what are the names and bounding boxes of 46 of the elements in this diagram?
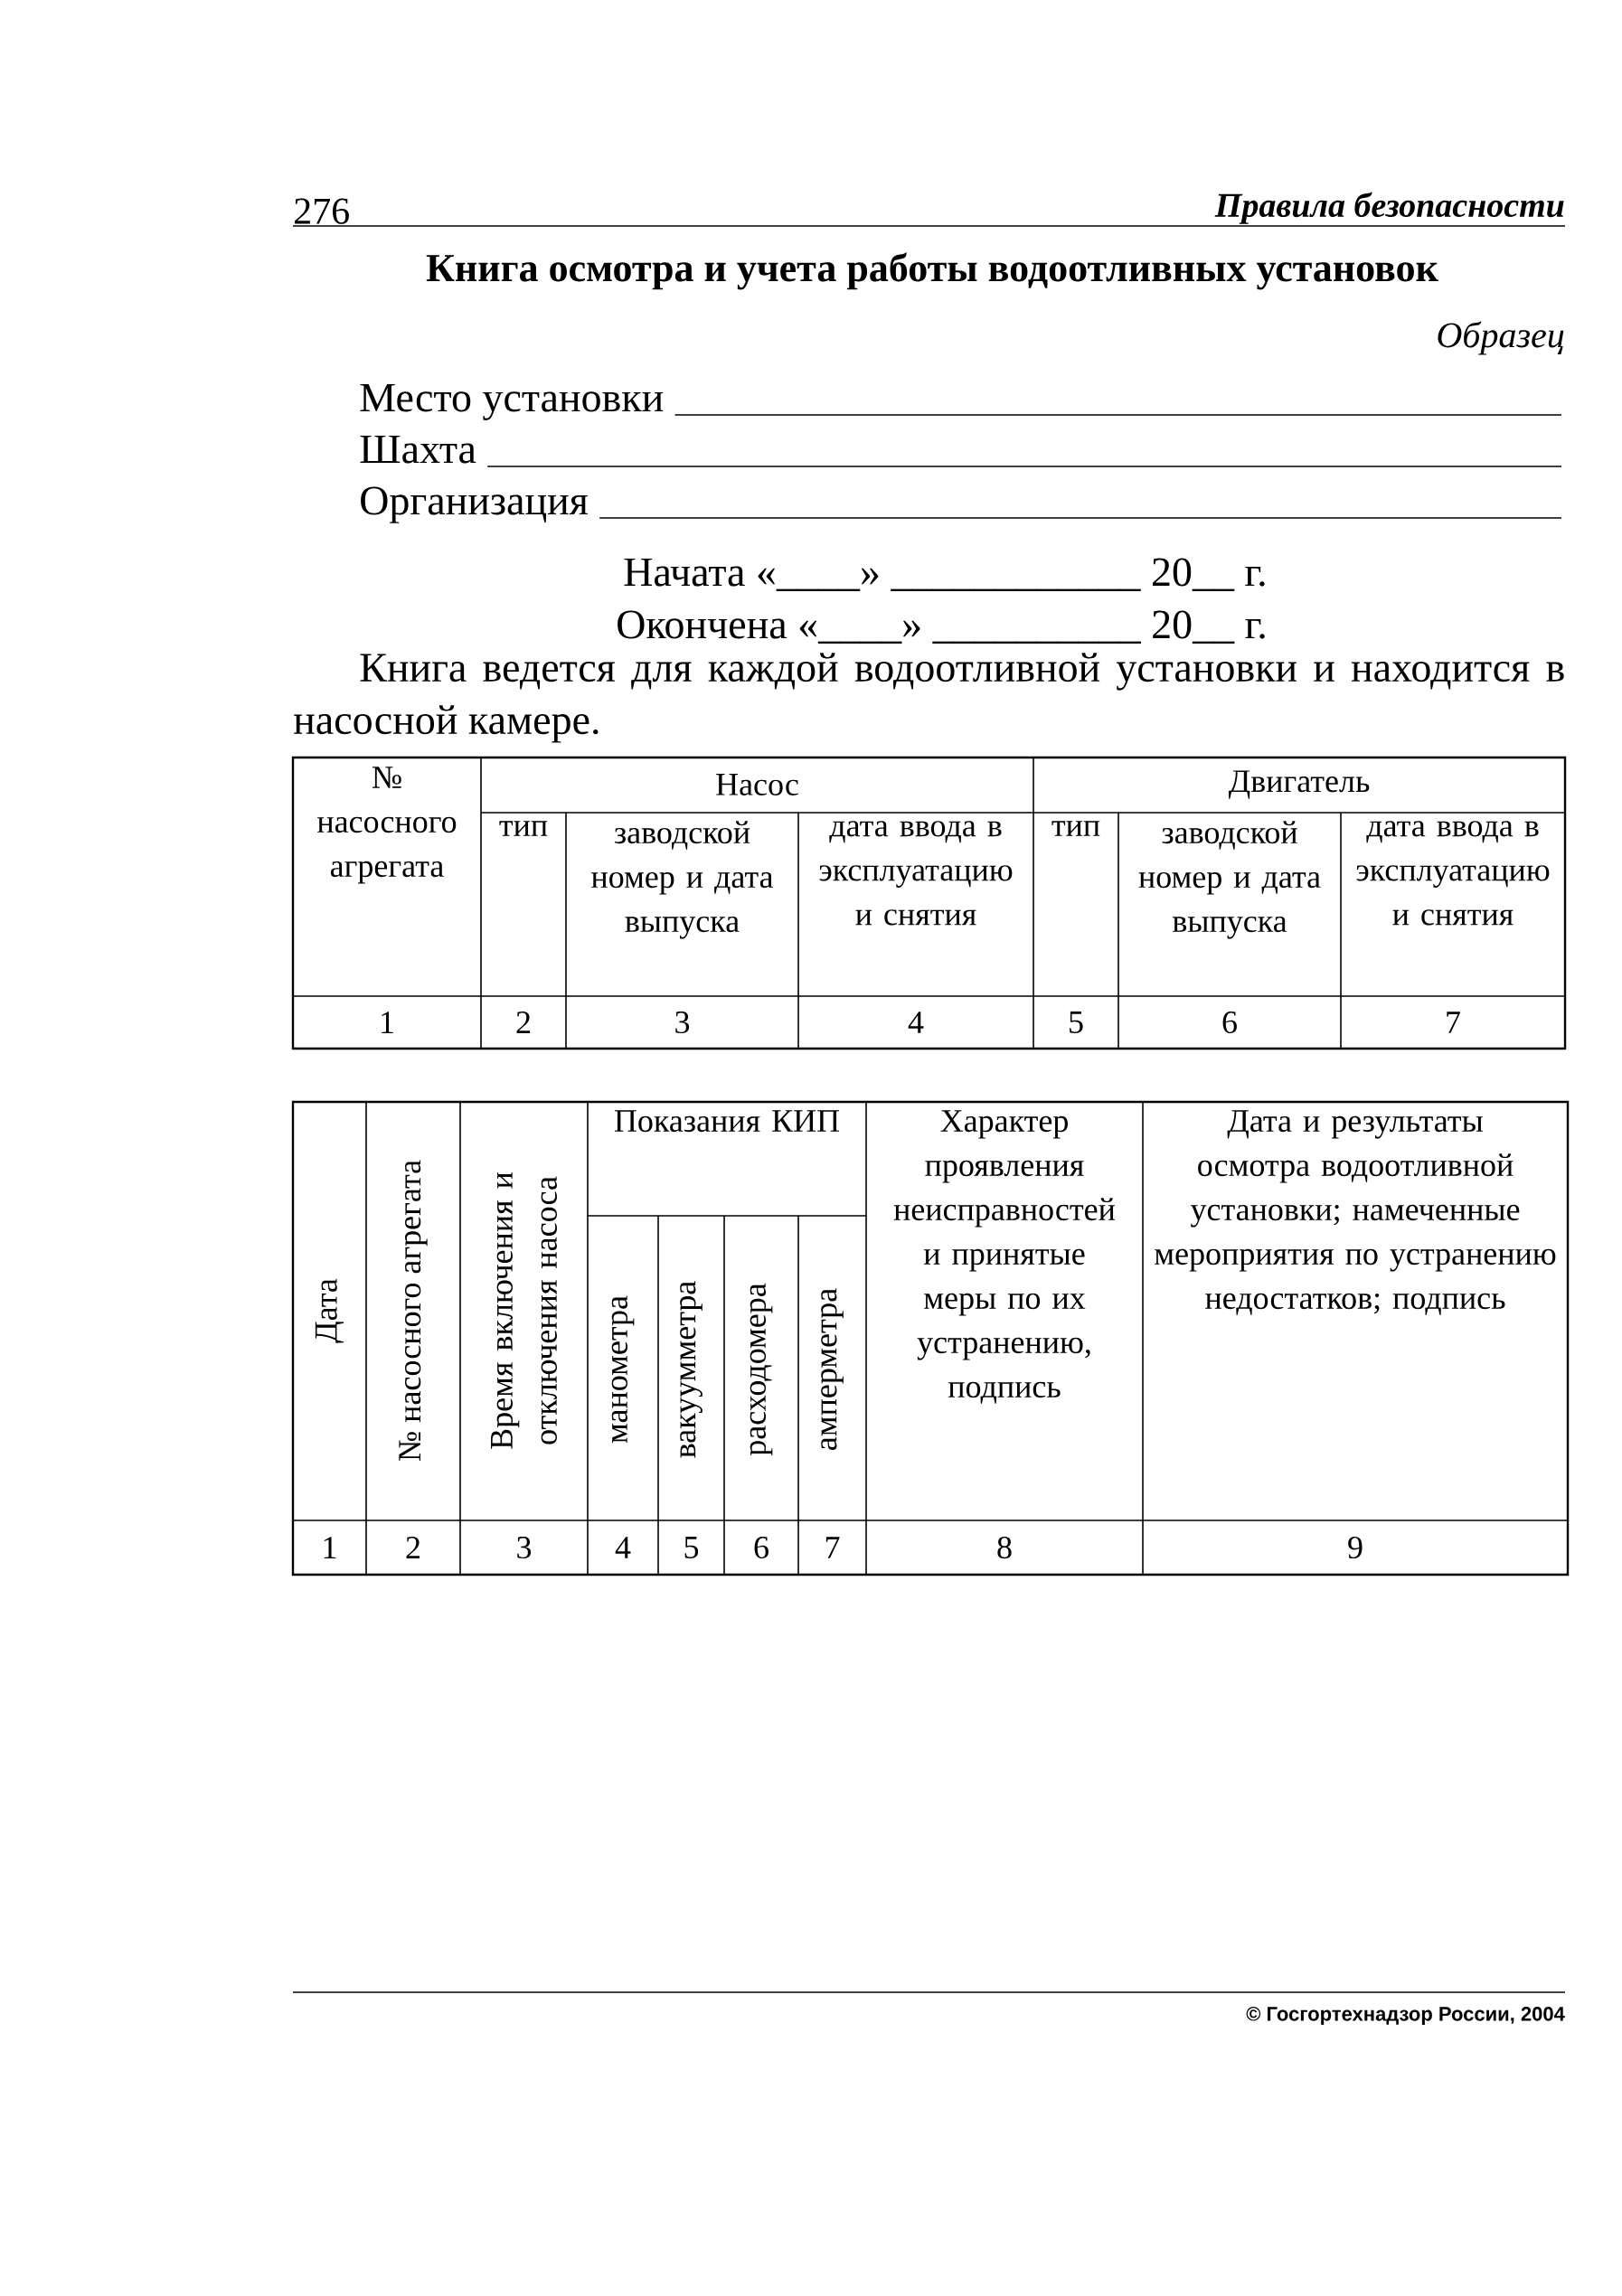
column-number: 6	[754, 1536, 769, 1559]
column-number: 4	[615, 1537, 631, 1558]
column-number: 1	[382, 1012, 393, 1033]
header-text: тип	[1051, 821, 1100, 836]
column-number: 4	[908, 1012, 924, 1033]
header-text: дата ввода в эксплуатацию и снятия	[819, 821, 1013, 926]
header-text: манометра	[611, 1295, 635, 1444]
header-text: заводской номер и дата выпуска	[1138, 821, 1321, 939]
header-text: № насосного агрегата	[317, 767, 457, 884]
column-number: 1	[324, 1537, 336, 1558]
header-text: Показания КИП	[614, 1110, 840, 1133]
header-text: № насосного агрегата	[399, 1160, 428, 1462]
header-text: Дата	[315, 1278, 344, 1343]
field-label: Организация	[361, 486, 589, 523]
header-text: Характер проявления неисправностей и принятые меры по их устранению, подпись	[893, 1110, 1116, 1404]
header-text: Дата и результаты осмотра водоотливной установки; намеченные мероприятия по устранению недостатков; подпись	[1155, 1110, 1556, 1315]
header-text: тип	[499, 821, 548, 836]
column-number: 7	[1447, 1012, 1460, 1033]
running-header: Правила безопасности	[1214, 192, 1564, 224]
field-label: Место установки	[360, 383, 664, 420]
page-number: 276	[295, 198, 349, 224]
header-text: расходомера	[750, 1283, 773, 1456]
column-number: 5	[684, 1537, 699, 1558]
date-line: Начата «____» ____________ 20__ г.	[624, 558, 1265, 591]
title: Книга осмотра и учета работы водоотливных установок	[426, 252, 1438, 290]
column-number: 2	[516, 1012, 530, 1033]
date-line: Окончена «____» __________ 20__ г.	[618, 610, 1265, 644]
header-text: Время включения и отключения насоса	[491, 1172, 557, 1449]
body-text: Книга ведется для каждой водоотливной установки и находится в насосной камере.	[294, 653, 1564, 743]
copyright-note: © Госгортехнадзор России, 2004	[1246, 2007, 1565, 2025]
sample-note: Образец	[1438, 321, 1564, 355]
column-number: 8	[997, 1536, 1012, 1559]
column-number: 2	[406, 1537, 420, 1558]
column-number: 9	[1348, 1536, 1363, 1559]
header-text: вакуумметра	[680, 1281, 703, 1458]
column-number: 6	[1222, 1011, 1237, 1034]
header-text: заводской номер и дата выпуска	[591, 821, 774, 939]
header-text: дата ввода в эксплуатацию и снятия	[1356, 821, 1550, 926]
column-number: 3	[675, 1011, 690, 1034]
header-text: амперметра	[821, 1288, 844, 1450]
header-text: Насос	[716, 774, 798, 795]
column-number: 7	[825, 1537, 840, 1558]
header-text: Двигатель	[1228, 770, 1370, 799]
column-number: 3	[517, 1536, 532, 1559]
field-label: Шахта	[360, 435, 476, 464]
column-number: 5	[1070, 1012, 1083, 1033]
